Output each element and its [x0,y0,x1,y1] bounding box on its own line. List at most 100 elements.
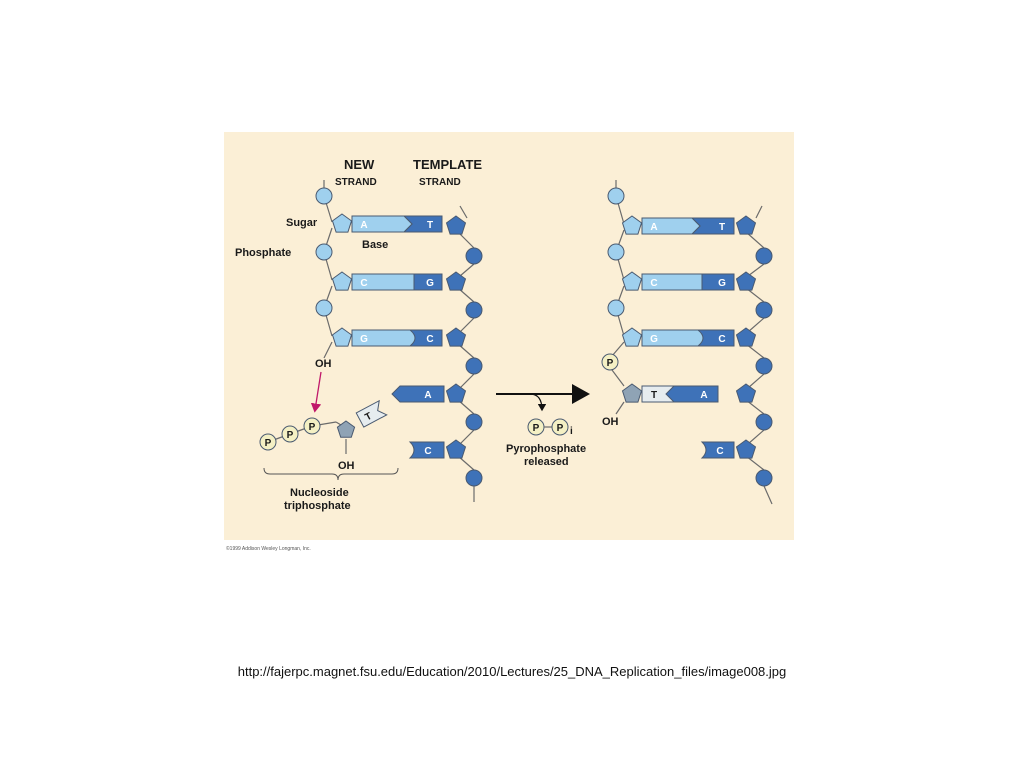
right-template-backbone-seg [745,231,765,249]
right-pair-3-template-base-letter: C [718,334,725,345]
pyrophosphate-sub-i: i [570,426,573,437]
right-pair-4-template-base-letter: A [700,390,707,401]
right-template-phosphate [755,413,773,431]
left-template-sugar [445,271,467,291]
right-new-phosphate [607,243,625,261]
left-new-backbone-end [323,341,333,359]
left-template-backbone-seg [459,429,475,445]
right-template-backbone-seg [747,429,765,445]
nucleoside-label-2: triphosphate [284,500,351,512]
right-pair-1-new-base [641,217,701,235]
left-template-sugar [445,215,467,235]
right-template-sugar [735,215,757,235]
right-template-backbone-seg [747,373,765,389]
new-strand-label-2: STRAND [335,177,377,188]
right-template-phosphate [755,247,773,265]
left-new-phosphate [315,243,333,261]
sugar-label: Sugar [286,217,318,229]
left-template-base-c-letter: C [424,446,431,457]
right-pair-4-new-base [641,385,676,403]
left-new-sugar [331,213,353,233]
triphosphate-p-letter: P [265,438,272,449]
left-template-backbone-seg [459,317,475,333]
nucleoside-bracket [263,467,399,481]
left-template-base-a-letter: A [424,390,431,401]
right-new-phosphate [607,299,625,317]
right-template-sugar [735,271,757,291]
right-new-phosphate [607,187,625,205]
left-template-base-c [408,441,445,459]
left-template-backbone-seg [457,231,475,249]
left-template-backbone-seg [459,263,475,277]
right-template-phosphate [755,357,773,375]
right-pair-4-new-base-letter: T [651,390,657,401]
new-strand-label-1: NEW [344,157,375,172]
source-url-caption: http://fajerpc.magnet.fsu.edu/Education/… [237,664,787,679]
right-new-backbone-seg [611,341,625,357]
left-new-phosphate [315,187,333,205]
right-new-backbone-seg [611,369,625,387]
left-pair-1-new-base [351,215,413,233]
release-arrow [529,393,547,412]
right-oh-bond [615,401,625,415]
left-pair-1-template-base-letter: T [427,220,433,231]
oh-label-right: OH [602,416,619,428]
left-template-sugar [445,327,467,347]
pyrophosphate-p2-letter: P [557,423,564,434]
left-template-backbone-top [459,205,468,219]
incoming-sugar [336,420,356,438]
right-template-sugar [735,439,757,459]
right-template-phosphate [755,469,773,487]
right-template-backbone-end [763,485,773,505]
left-pair-3-new-base [351,329,416,347]
left-template-phosphate [465,469,483,487]
left-new-sugar [331,327,353,347]
left-template-sugar [445,383,467,403]
left-template-phosphate [465,357,483,375]
left-pair-2-new-base-letter: C [360,278,367,289]
triphosphate-p-letter: P [309,422,316,433]
incoming-t-base: T [355,399,388,428]
bond-arrow [310,371,322,413]
left-pair-3-new-base-letter: G [360,334,368,345]
left-pair-1-new-base-letter: A [360,220,367,231]
template-strand-label-2: STRAND [419,177,461,188]
pyrophosphate-p2 [551,418,569,436]
right-template-sugar [735,327,757,347]
triphosphate-p-letter: P [287,430,294,441]
right-template-base-c [700,441,735,459]
incoming-t-letter: T [363,411,374,424]
pyrophosphate-label-2: released [524,456,569,468]
oh-label-top: OH [315,358,332,370]
left-new-sugar [331,271,353,291]
nucleoside-label-1: Nucleoside [290,487,349,499]
left-pair-3-template-base-letter: C [426,334,433,345]
right-pair-2-new-base [641,273,703,291]
left-template-base-a [391,385,445,403]
incoming-t-shape [355,399,388,428]
right-added-p-letter: P [607,358,614,369]
copyright-notice: ©1999 Addison Wesley Longman, Inc. [226,546,311,552]
right-template-backbone-seg [747,317,765,333]
pyrophosphate-label-1: Pyrophosphate [506,443,586,455]
phosphate-label: Phosphate [235,247,291,259]
left-template-sugar [445,439,467,459]
right-pair-1-template-base-letter: T [719,222,725,233]
left-template-phosphate [465,247,483,265]
right-new-sugar [621,271,643,291]
right-pair-3-new-base-letter: G [650,334,658,345]
triphosphate-p-circle [303,417,321,435]
right-pair-2-template-base-letter: G [718,278,726,289]
right-new-sugar [621,327,643,347]
right-template-backbone-seg [747,263,765,277]
triphosphate-p-circle [259,433,277,451]
left-template-phosphate [465,301,483,319]
right-new-sugar [621,215,643,235]
base-label: Base [362,239,388,251]
right-template-phosphate [755,301,773,319]
right-pair-3-new-base [641,329,704,347]
right-new-sugar [621,383,643,403]
right-template-backbone-top [755,205,763,219]
